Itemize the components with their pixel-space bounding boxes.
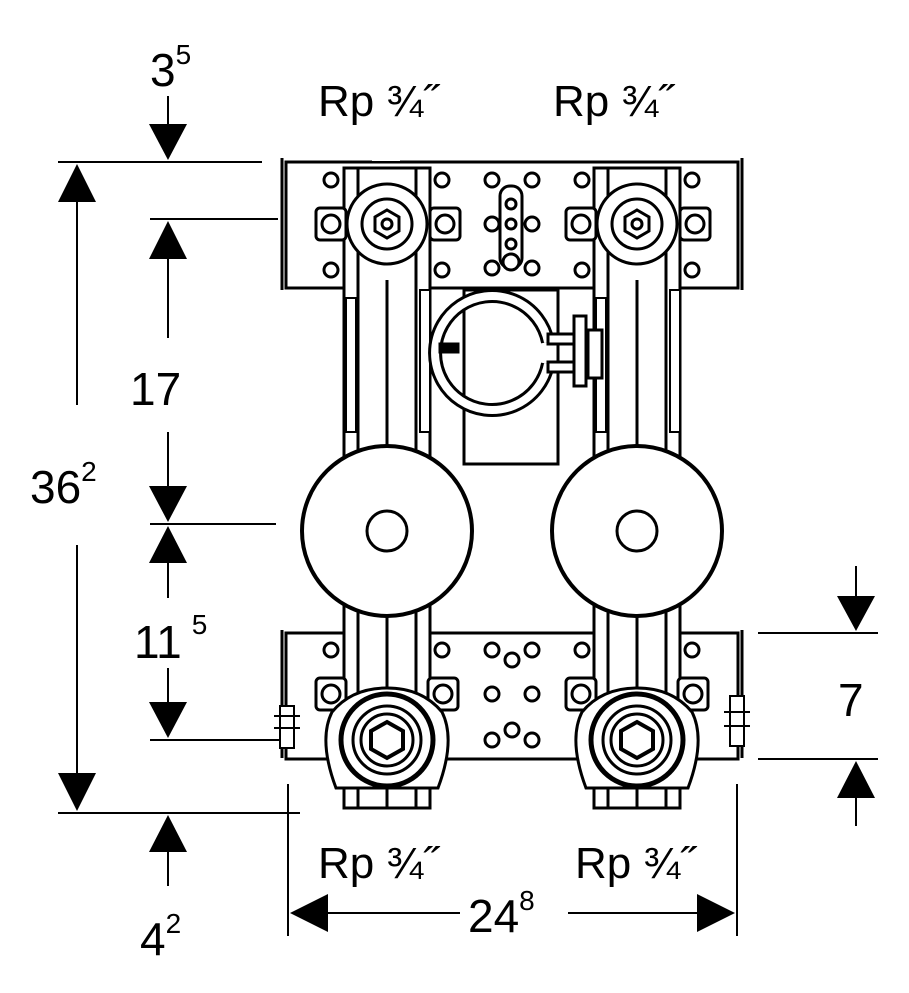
dim-overall-height: 362 [30,456,97,513]
side-brackets [274,695,750,749]
dim-right-height: 7 [838,674,864,726]
thread-top-right: Rp ¾˝ [553,77,676,126]
valve-discs [300,444,724,618]
thread-labels: Rp ¾˝ Rp ¾˝ Rp ¾˝ Rp ¾˝ [318,77,698,888]
dim-top-offset: 35 [150,39,191,96]
thread-bottom-right: Rp ¾˝ [575,839,698,888]
dimension-arrows [58,124,875,932]
dim-bottom-offset: 42 [140,908,181,965]
dimension-lines [58,96,878,936]
thread-bottom-left: Rp ¾˝ [318,839,441,888]
thread-top-left: Rp ¾˝ [318,77,441,126]
clamp-ring [428,289,604,417]
top-connections [314,182,712,266]
center-rail [498,184,524,272]
dim-upper-spacing: 17 [130,363,181,415]
dim-overall-width: 248 [468,885,535,942]
mounting-holes [322,171,701,749]
bottom-connections [314,676,710,790]
